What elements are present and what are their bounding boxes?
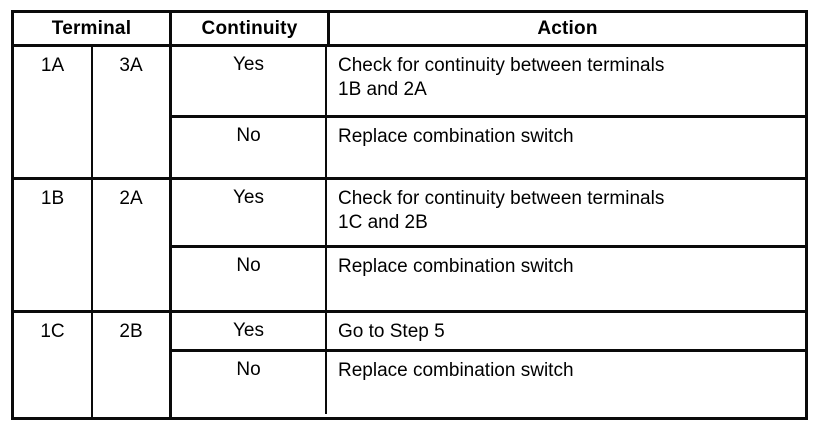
- action-cell: Go to Step 5: [338, 321, 445, 342]
- action-cell: Check for continuity between terminals 1…: [338, 188, 665, 233]
- table-row-group: 1A 3A Yes Check for continuity between t…: [14, 47, 805, 180]
- column-header-action: Action: [537, 17, 598, 39]
- table-row: Yes Check for continuity between termina…: [172, 180, 805, 248]
- continuity-cell: Yes: [172, 47, 327, 115]
- continuity-cell: Yes: [172, 180, 327, 245]
- continuity-cell: Yes: [172, 313, 327, 349]
- terminal-b-cell: 3A: [93, 47, 172, 177]
- continuity-cell: No: [172, 352, 327, 414]
- action-cell: Check for continuity between terminals 1…: [338, 55, 665, 100]
- group-subrows: Yes Check for continuity between termina…: [172, 180, 805, 310]
- continuity-cell: No: [172, 118, 327, 177]
- table-header-row: Terminal Continuity Action: [14, 13, 805, 47]
- terminal-b-cell: 2A: [93, 180, 172, 310]
- continuity-cell: No: [172, 248, 327, 310]
- table-row-group: 1B 2A Yes Check for continuity between t…: [14, 180, 805, 313]
- group-subrows: Yes Go to Step 5 No Replace combination …: [172, 313, 805, 417]
- action-cell: Replace combination switch: [338, 126, 574, 147]
- action-cell: Replace combination switch: [338, 256, 574, 277]
- troubleshooting-table: Terminal Continuity Action 1A 3A Yes Che…: [11, 10, 808, 420]
- table-row: No Replace combination switch: [172, 248, 805, 310]
- table-row-group: 1C 2B Yes Go to Step 5 No Replace combin…: [14, 313, 805, 417]
- terminal-b-cell: 2B: [93, 313, 172, 417]
- column-header-terminal: Terminal: [14, 13, 172, 44]
- column-header-continuity: Continuity: [172, 13, 330, 44]
- table-row: No Replace combination switch: [172, 352, 805, 414]
- group-subrows: Yes Check for continuity between termina…: [172, 47, 805, 177]
- table-row: No Replace combination switch: [172, 118, 805, 177]
- terminal-a-cell: 1A: [14, 47, 93, 177]
- table-body: 1A 3A Yes Check for continuity between t…: [14, 47, 805, 417]
- terminal-a-cell: 1B: [14, 180, 93, 310]
- action-cell: Replace combination switch: [338, 360, 574, 381]
- terminal-a-cell: 1C: [14, 313, 93, 417]
- table-row: Yes Check for continuity between termina…: [172, 47, 805, 118]
- table-row: Yes Go to Step 5: [172, 313, 805, 352]
